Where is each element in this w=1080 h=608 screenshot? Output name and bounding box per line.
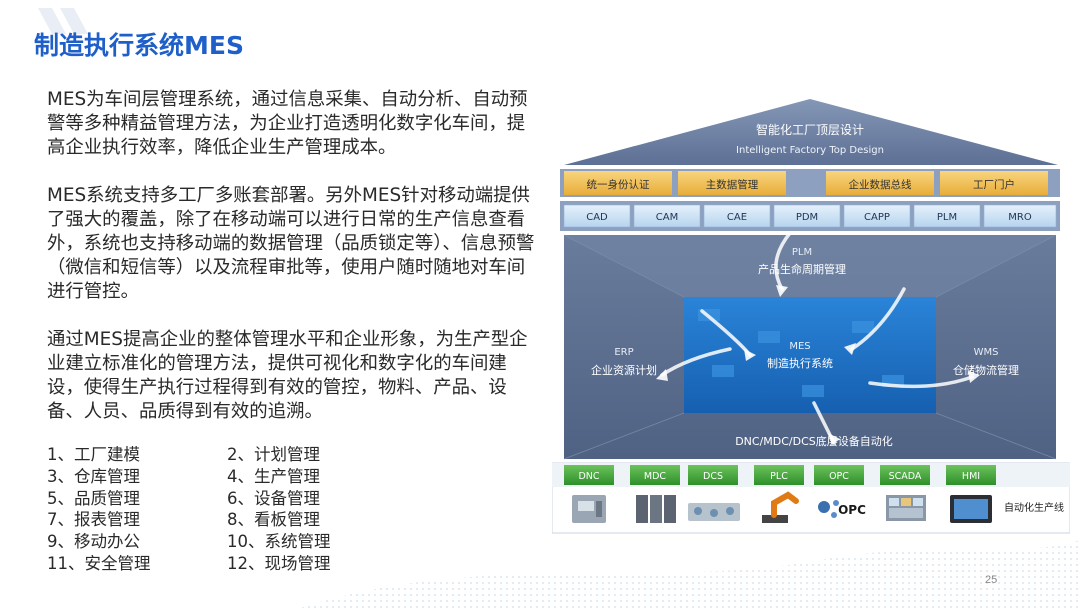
device-label: DNC [578, 471, 599, 482]
system-label: CAM [656, 212, 678, 223]
device-label: MDC [644, 471, 667, 482]
module-item: 6、设备管理 [227, 488, 407, 510]
erp-label: 企业资源计划 [591, 363, 657, 377]
dcs-system-icon [688, 503, 740, 521]
paragraph-1: MES为车间层管理系统，通过信息采集、自动分析、自动预警等多种精益管理方法，为企… [47, 88, 542, 160]
cnc-machine-icon [572, 495, 606, 523]
system-label: CAD [586, 212, 608, 223]
system-label: PDM [796, 212, 818, 223]
device-layer-label: DNC/MDC/DCS底层设备自动化 [735, 434, 893, 448]
device-label: PLC [770, 471, 788, 482]
system-label: PLM [937, 212, 957, 223]
top-bar-label: 企业数据总线 [849, 178, 912, 191]
system-label: CAE [727, 212, 747, 223]
erp-abbr: ERP [614, 347, 633, 358]
module-row: 5、品质管理 6、设备管理 [47, 488, 407, 510]
body-text: MES为车间层管理系统，通过信息采集、自动分析、自动预警等多种精益管理方法，为企… [47, 88, 542, 448]
scada-screen-icon [886, 495, 926, 521]
paragraph-2: MES系统支持多工厂多账套部署。另外MES针对移动端提供了强大的覆盖，除了在移动… [47, 184, 542, 304]
page-title: 制造执行系统MES [34, 26, 244, 62]
wms-abbr: WMS [974, 347, 999, 358]
module-item: 5、品质管理 [47, 488, 227, 510]
module-item: 3、仓库管理 [47, 466, 227, 488]
module-item: 4、生产管理 [227, 466, 407, 488]
roof-title-cn: 智能化工厂顶层设计 [756, 122, 864, 137]
module-row: 1、工厂建模 2、计划管理 [47, 444, 407, 466]
mes-abbr: MES [789, 341, 810, 352]
top-bar-label: 工厂门户 [973, 178, 1015, 191]
module-item: 11、安全管理 [47, 553, 227, 575]
device-label: SCADA [889, 471, 922, 482]
wms-label: 仓储物流管理 [953, 363, 1019, 377]
hmi-panel-icon [950, 495, 992, 523]
mes-label: 制造执行系统 [767, 356, 833, 370]
module-item: 2、计划管理 [227, 444, 407, 466]
server-cabinet-icon [636, 495, 676, 523]
device-label: DCS [703, 471, 723, 482]
module-item: 1、工厂建模 [47, 444, 227, 466]
device-label: OPC [829, 471, 849, 482]
automation-line-label: 自动化生产线 [1004, 501, 1064, 514]
plm-label: 产品生命周期管理 [758, 262, 846, 276]
top-bar-label: 统一身份认证 [587, 178, 650, 191]
paragraph-3: 通过MES提高企业的整体管理水平和企业形象，为生产型企业建立标准化的管理方法，提… [47, 328, 542, 424]
opc-logo-text: OPC [838, 503, 866, 517]
device-label: HMI [962, 471, 980, 482]
module-item: 7、报表管理 [47, 509, 227, 531]
system-label: MRO [1008, 212, 1032, 223]
plm-abbr: PLM [792, 247, 812, 258]
page-number: 25 [985, 574, 997, 586]
system-label: CAPP [864, 212, 890, 223]
module-row: 3、仓库管理 4、生产管理 [47, 466, 407, 488]
top-bar-label: 主数据管理 [706, 178, 759, 191]
module-item: 9、移动办公 [47, 531, 227, 553]
mes-architecture-diagram: 智能化工厂顶层设计 Intelligent Factory Top Design… [552, 93, 1070, 545]
roof-title-en: Intelligent Factory Top Design [736, 145, 884, 156]
